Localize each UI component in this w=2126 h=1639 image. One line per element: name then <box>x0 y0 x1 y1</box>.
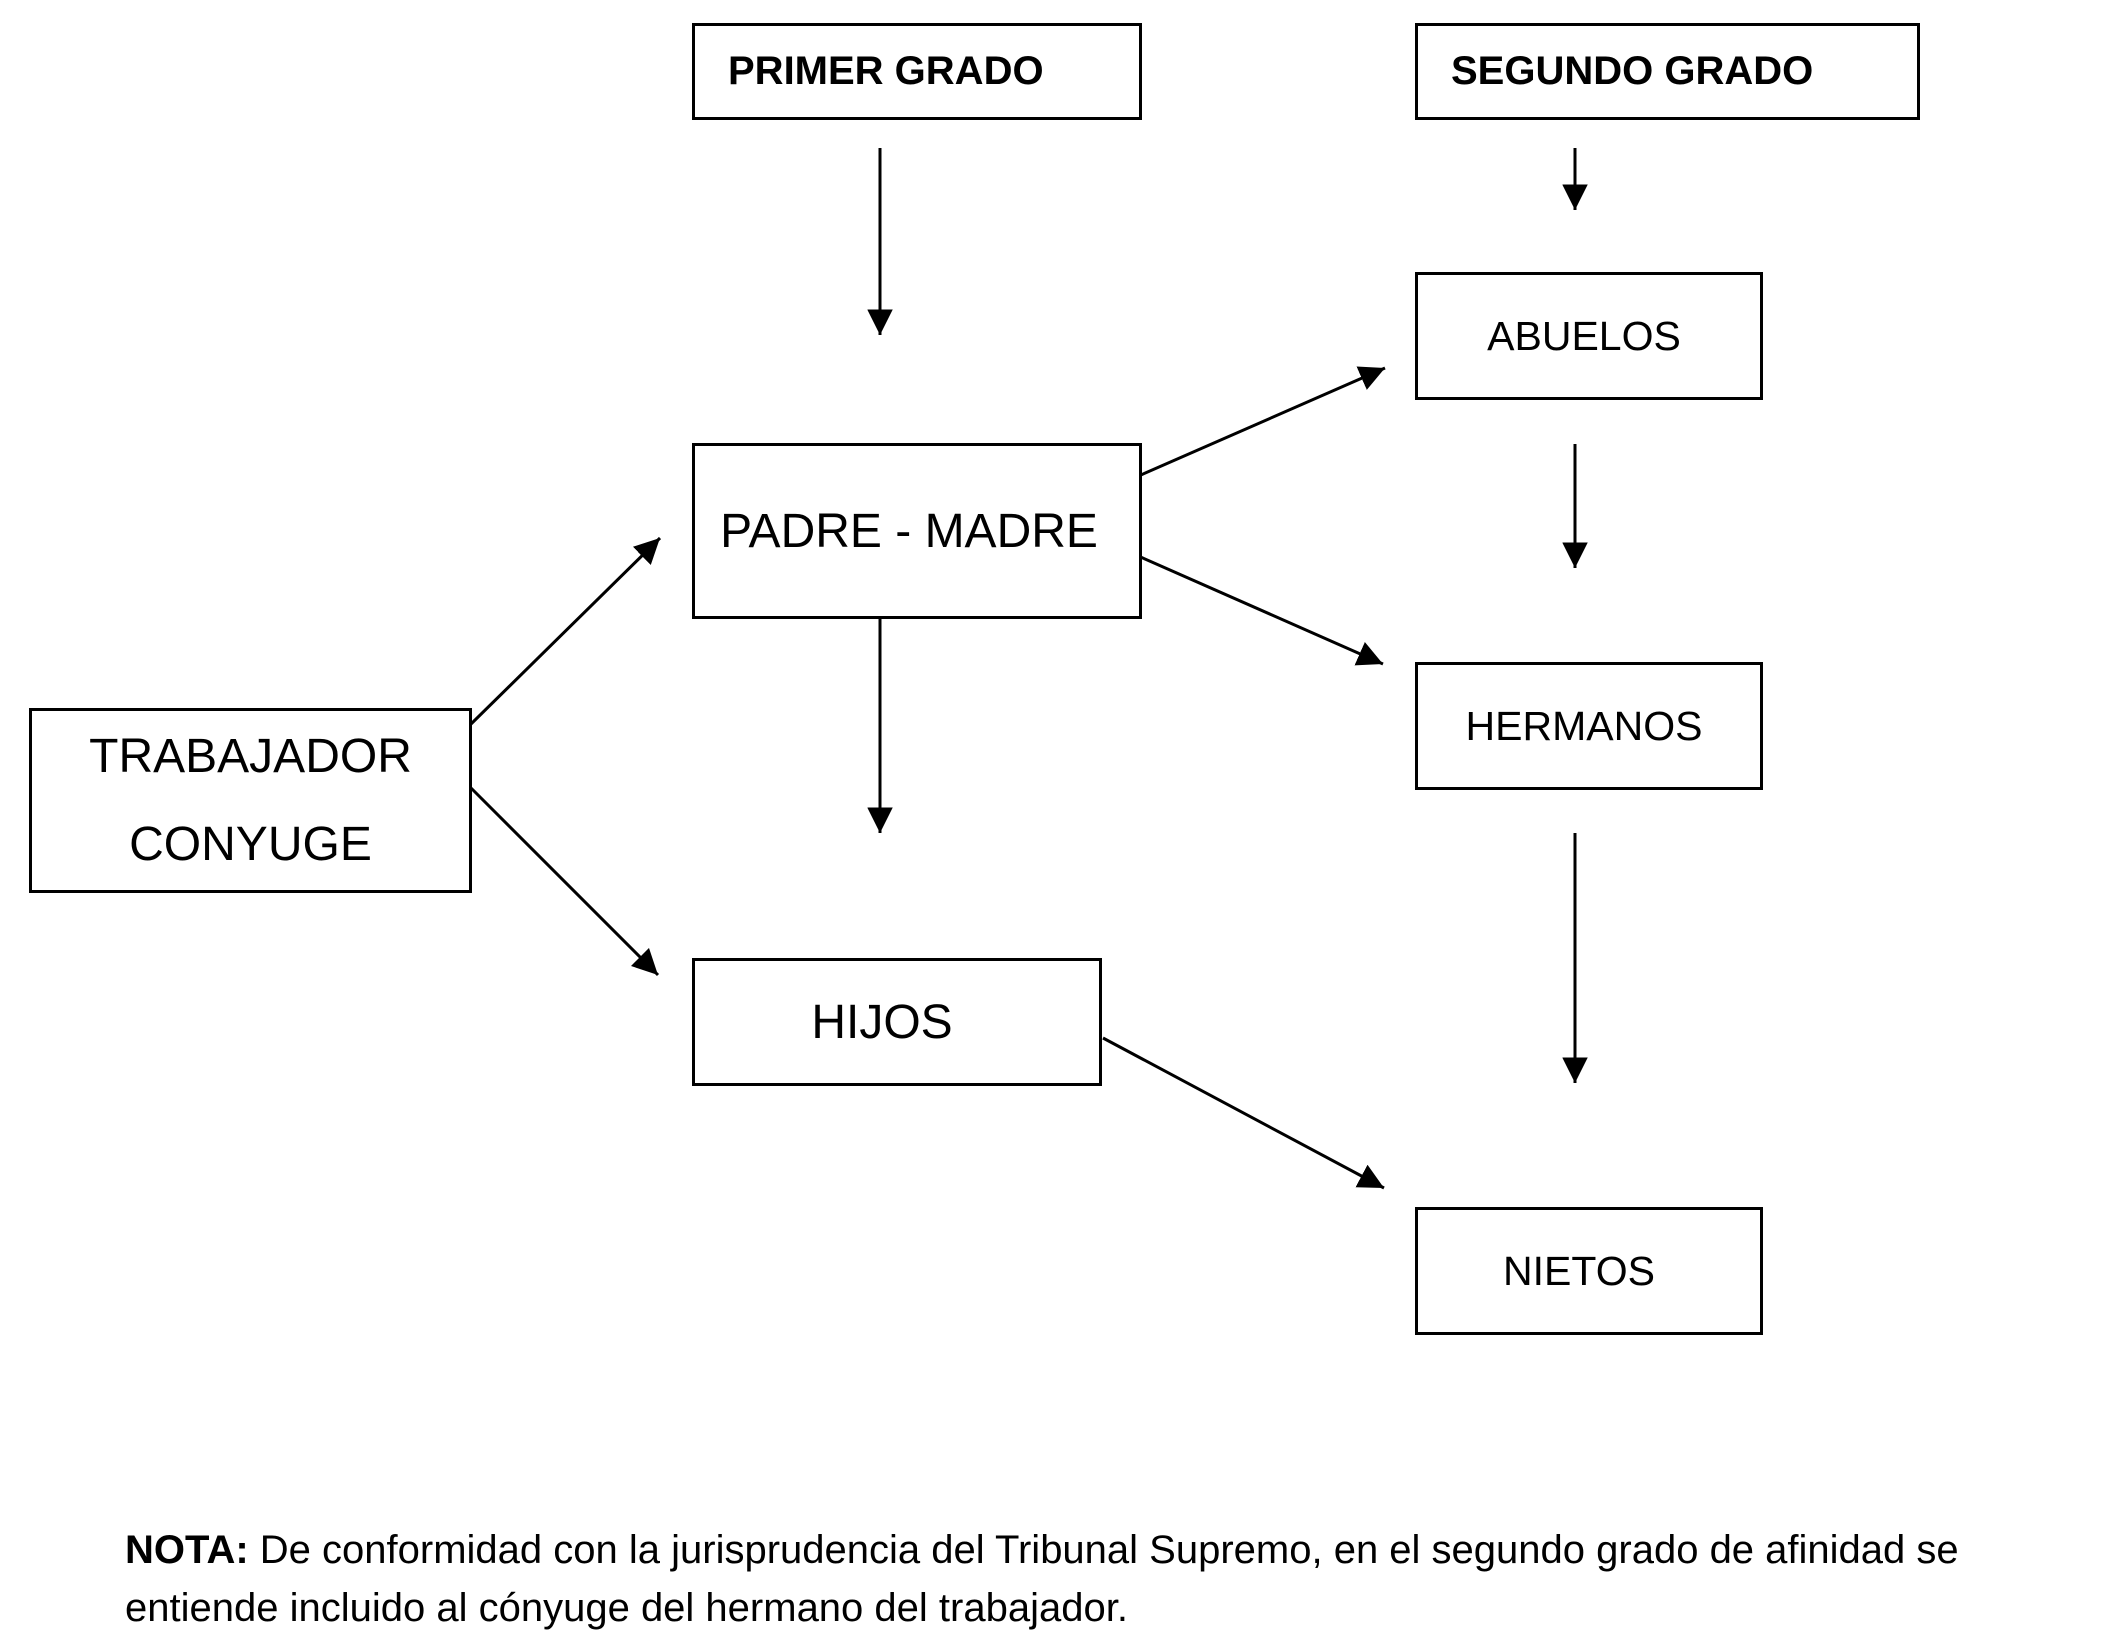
footnote: NOTA: De conformidad con la jurisprudenc… <box>125 1521 2105 1637</box>
segundo-grado-label: SEGUNDO GRADO <box>1451 49 1814 93</box>
trabajador-conyuge-box: TRABAJADOR CONYUGE <box>29 708 472 893</box>
primer-grado-label: PRIMER GRADO <box>728 49 1044 93</box>
nietos-label: NIETOS <box>1503 1247 1655 1294</box>
nietos-box: NIETOS <box>1415 1207 1763 1335</box>
hijos-box: HIJOS <box>692 958 1102 1086</box>
abuelos-box: ABUELOS <box>1415 272 1763 400</box>
hermanos-label: HERMANOS <box>1465 702 1703 749</box>
hermanos-box: HERMANOS <box>1415 662 1763 790</box>
edge-trabajador-to-hijos <box>469 786 660 977</box>
edge-padre-madre-to-abuelos <box>1101 366 1386 494</box>
note-label: NOTA: <box>125 1528 249 1572</box>
edge-hijos-to-nietos <box>1102 1036 1385 1190</box>
abuelos-label: ABUELOS <box>1487 312 1681 359</box>
padre-madre-label: PADRE - MADRE <box>720 504 1098 558</box>
primer-grado-header: PRIMER GRADO <box>692 23 1142 120</box>
edge-trabajador-to-padre-madre <box>469 536 662 726</box>
conyuge-label: CONYUGE <box>129 817 372 871</box>
padre-madre-box: PADRE - MADRE <box>692 443 1142 619</box>
trabajador-label: TRABAJADOR <box>89 729 412 783</box>
note-text: De conformidad con la jurisprudencia del… <box>125 1528 1959 1630</box>
segundo-grado-header: SEGUNDO GRADO <box>1415 23 1920 120</box>
hijos-label: HIJOS <box>811 995 953 1049</box>
edge-padre-madre-to-hermanos <box>1101 538 1384 666</box>
